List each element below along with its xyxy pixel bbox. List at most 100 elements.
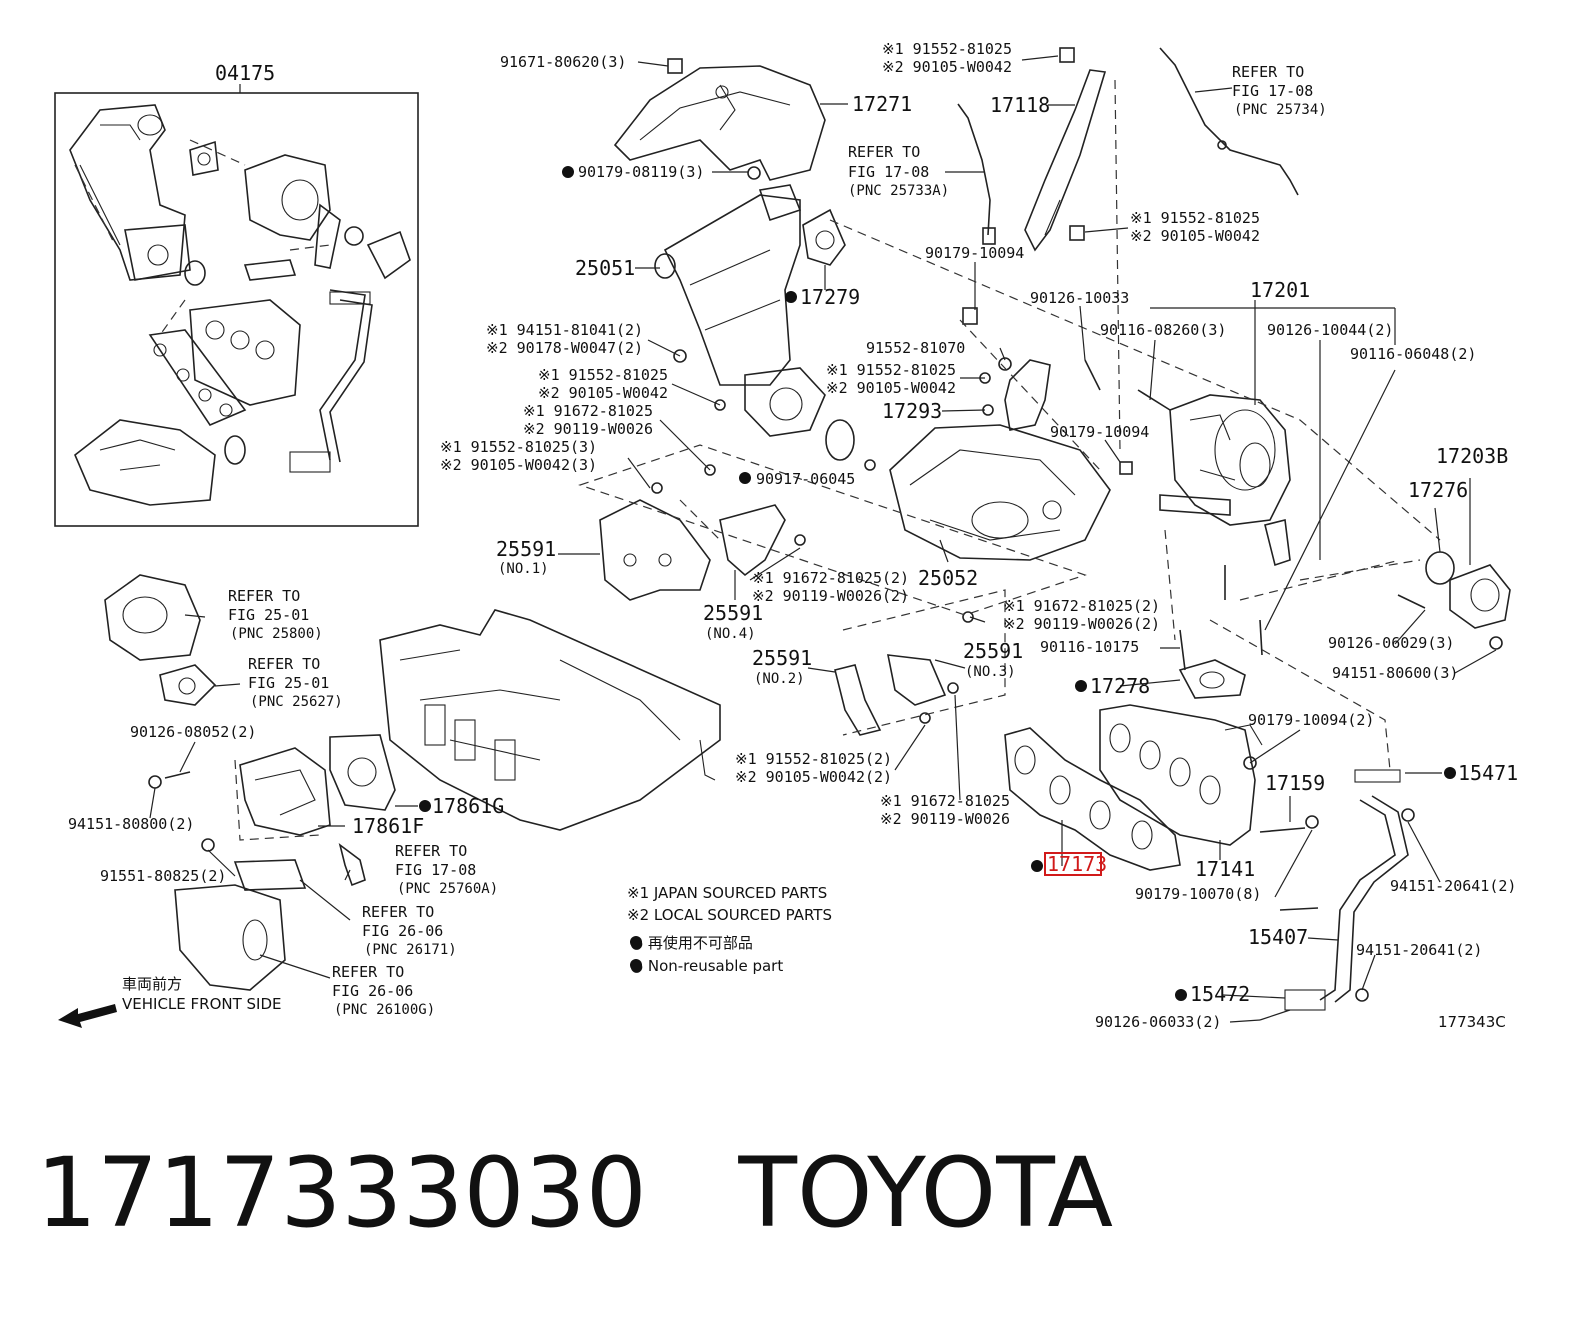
label-94151-20641-b: 94151-20641(2) bbox=[1356, 941, 1482, 959]
stay-25591-no3 bbox=[886, 654, 947, 706]
pressure-tube bbox=[1159, 47, 1299, 196]
label-91671-80620: 91671-80620(3) bbox=[500, 53, 626, 71]
ring-17276 bbox=[1425, 551, 1455, 585]
part-number-caption: 1717333030 TOYOTA bbox=[36, 1137, 1114, 1249]
vehicle-front-label-en: VEHICLE FRONT SIDE bbox=[122, 995, 282, 1013]
label-17159: 17159 bbox=[1265, 771, 1325, 795]
stay-25591-no1 bbox=[599, 499, 711, 601]
manifold-17141 bbox=[1099, 704, 1263, 846]
label-15407: 15407 bbox=[1248, 925, 1308, 949]
heat-insulator-17271 bbox=[613, 58, 826, 181]
legend-local-sourced: ※2 LOCAL SOURCED PARTS bbox=[627, 906, 832, 924]
label-17141: 17141 bbox=[1195, 857, 1255, 881]
label-refer-25800-3: (PNC 25800) bbox=[230, 626, 323, 642]
label-stud-1: ※1 91672-81025 bbox=[523, 402, 653, 420]
label-nut2-1: ※1 91552-81025 bbox=[538, 366, 668, 384]
label-refer-25627-1: REFER TO bbox=[248, 655, 320, 673]
label-90179-10094-a: 90179-10094 bbox=[925, 244, 1024, 262]
label-94151-80600: 94151-80600(3) bbox=[1332, 664, 1458, 682]
gasket-17173 bbox=[1004, 727, 1181, 871]
legend-japan-sourced: ※1 JAPAN SOURCED PARTS bbox=[627, 884, 827, 902]
label-no3: (NO.3) bbox=[965, 664, 1016, 680]
label-94151-20641-a: 94151-20641(2) bbox=[1390, 877, 1516, 895]
label-90179-10094-b: 90179-10094 bbox=[1050, 423, 1149, 441]
label-refer-26100g-3: (PNC 26100G) bbox=[334, 1002, 435, 1018]
stay-17118 bbox=[1024, 47, 1107, 252]
label-90917-06045: 90917-06045 bbox=[756, 470, 855, 488]
label-refer-25760a-3: (PNC 25760A) bbox=[397, 881, 498, 897]
label-nut4-2: ※2 90105-W0042(2) bbox=[735, 768, 892, 786]
label-90116-10175: 90116-10175 bbox=[1040, 638, 1139, 656]
label-25591-no3: 25591 bbox=[963, 639, 1023, 663]
label-nut2-2: ※2 90105-W0042 bbox=[538, 384, 668, 402]
label-94151-2: ※2 90178-W0047(2) bbox=[486, 339, 643, 357]
label-17861f: 17861F bbox=[352, 814, 424, 838]
stay-25591-no2 bbox=[834, 664, 882, 736]
label-25591-no1: 25591 bbox=[496, 537, 556, 561]
label-90126-10044: 90126-10044(2) bbox=[1267, 321, 1393, 339]
label-refer-25800-2: FIG 25-01 bbox=[228, 606, 309, 624]
label-90116-06048: 90116-06048(2) bbox=[1350, 345, 1476, 363]
label-nut4-1: ※1 91552-81025(2) bbox=[735, 750, 892, 768]
label-mid-bolt-2: ※2 90105-W0042 bbox=[1130, 227, 1260, 245]
label-stud2-2: ※2 90119-W0026(2) bbox=[752, 587, 909, 605]
label-94151-1: ※1 94151-81041(2) bbox=[486, 321, 643, 339]
bracket-17293 bbox=[1004, 359, 1051, 431]
turbocharger-17201 bbox=[1159, 394, 1291, 567]
label-90179-10094-c: 90179-10094(2) bbox=[1248, 711, 1374, 729]
non-reusable-markers bbox=[419, 166, 1456, 1001]
gasket-17278 bbox=[1178, 659, 1246, 699]
oxygen-sensor-line bbox=[957, 103, 991, 236]
label-stud3-1: ※1 91672-81025(2) bbox=[1003, 597, 1160, 615]
label-91552-81070: 91552-81070 bbox=[866, 339, 965, 357]
vehicle-front-label-jp: 車両前方 bbox=[122, 975, 182, 993]
label-17173: 17173 bbox=[1047, 852, 1107, 876]
label-90116-08260: 90116-08260(3) bbox=[1100, 321, 1226, 339]
label-17278: 17278 bbox=[1090, 674, 1150, 698]
label-17293: 17293 bbox=[882, 399, 942, 423]
label-refer-25734-2: FIG 17-08 bbox=[1232, 82, 1313, 100]
label-refer-26171-3: (PNC 26171) bbox=[364, 942, 457, 958]
label-refer-26100g-2: FIG 26-06 bbox=[332, 982, 413, 1000]
label-no4: (NO.4) bbox=[705, 626, 756, 642]
label-25591-no4: 25591 bbox=[703, 601, 763, 625]
label-17203b: 17203B bbox=[1436, 444, 1508, 468]
label-94151-80800: 94151-80800(2) bbox=[68, 815, 194, 833]
label-nut3-1: ※1 91552-81025 bbox=[826, 361, 956, 379]
label-stud2-1: ※1 91672-81025(2) bbox=[752, 569, 909, 587]
label-15472: 15472 bbox=[1190, 982, 1250, 1006]
engine-block bbox=[379, 609, 721, 831]
label-refer-25800-1: REFER TO bbox=[228, 587, 300, 605]
label-bracket-bolt-2: ※2 90105-W0042(3) bbox=[440, 456, 597, 474]
label-17279: 17279 bbox=[800, 285, 860, 309]
assembly-guides bbox=[234, 79, 1441, 841]
label-stud-2: ※2 90119-W0026 bbox=[523, 420, 653, 438]
converter-25052 bbox=[864, 424, 1111, 561]
label-refer-25734-1: REFER TO bbox=[1232, 63, 1304, 81]
label-refer-26100g-1: REFER TO bbox=[332, 963, 404, 981]
label-top-bolt-2: ※2 90105-W0042 bbox=[882, 58, 1012, 76]
label-refer-25734-3: (PNC 25734) bbox=[1234, 102, 1327, 118]
label-25051: 25051 bbox=[575, 256, 635, 280]
label-stud4-1: ※1 91672-81025 bbox=[880, 792, 1010, 810]
label-refer-25733a-3: (PNC 25733A) bbox=[848, 183, 949, 199]
vehicle-front-arrow bbox=[58, 1004, 117, 1028]
label-90179-10070: 90179-10070(8) bbox=[1135, 885, 1261, 903]
label-refer-25760a-2: FIG 17-08 bbox=[395, 861, 476, 879]
label-stud3-2: ※2 90119-W0026(2) bbox=[1003, 615, 1160, 633]
label-90126-10033: 90126-10033 bbox=[1030, 289, 1129, 307]
inset-title: 04175 bbox=[215, 61, 275, 85]
legend-nonreusable-jp: ● 再使用不可部品 bbox=[630, 934, 753, 952]
leader-lines bbox=[149, 55, 1497, 1023]
label-refer-26171-2: FIG 26-06 bbox=[362, 922, 443, 940]
labels: 04175 91671-80620(3) 17271 90179-08119(3… bbox=[68, 40, 1518, 1031]
label-25591-no2: 25591 bbox=[752, 646, 812, 670]
label-stud4-2: ※2 90119-W0026 bbox=[880, 810, 1010, 828]
figure-id: 177343C bbox=[1438, 1013, 1506, 1031]
label-15471: 15471 bbox=[1458, 761, 1518, 785]
label-nut3-2: ※2 90105-W0042 bbox=[826, 379, 956, 397]
label-bracket-bolt-1: ※1 91552-81025(3) bbox=[440, 438, 597, 456]
label-no1: (NO.1) bbox=[498, 561, 549, 577]
label-refer-25627-3: (PNC 25627) bbox=[250, 694, 343, 710]
label-90179-08119: 90179-08119(3) bbox=[578, 163, 704, 181]
